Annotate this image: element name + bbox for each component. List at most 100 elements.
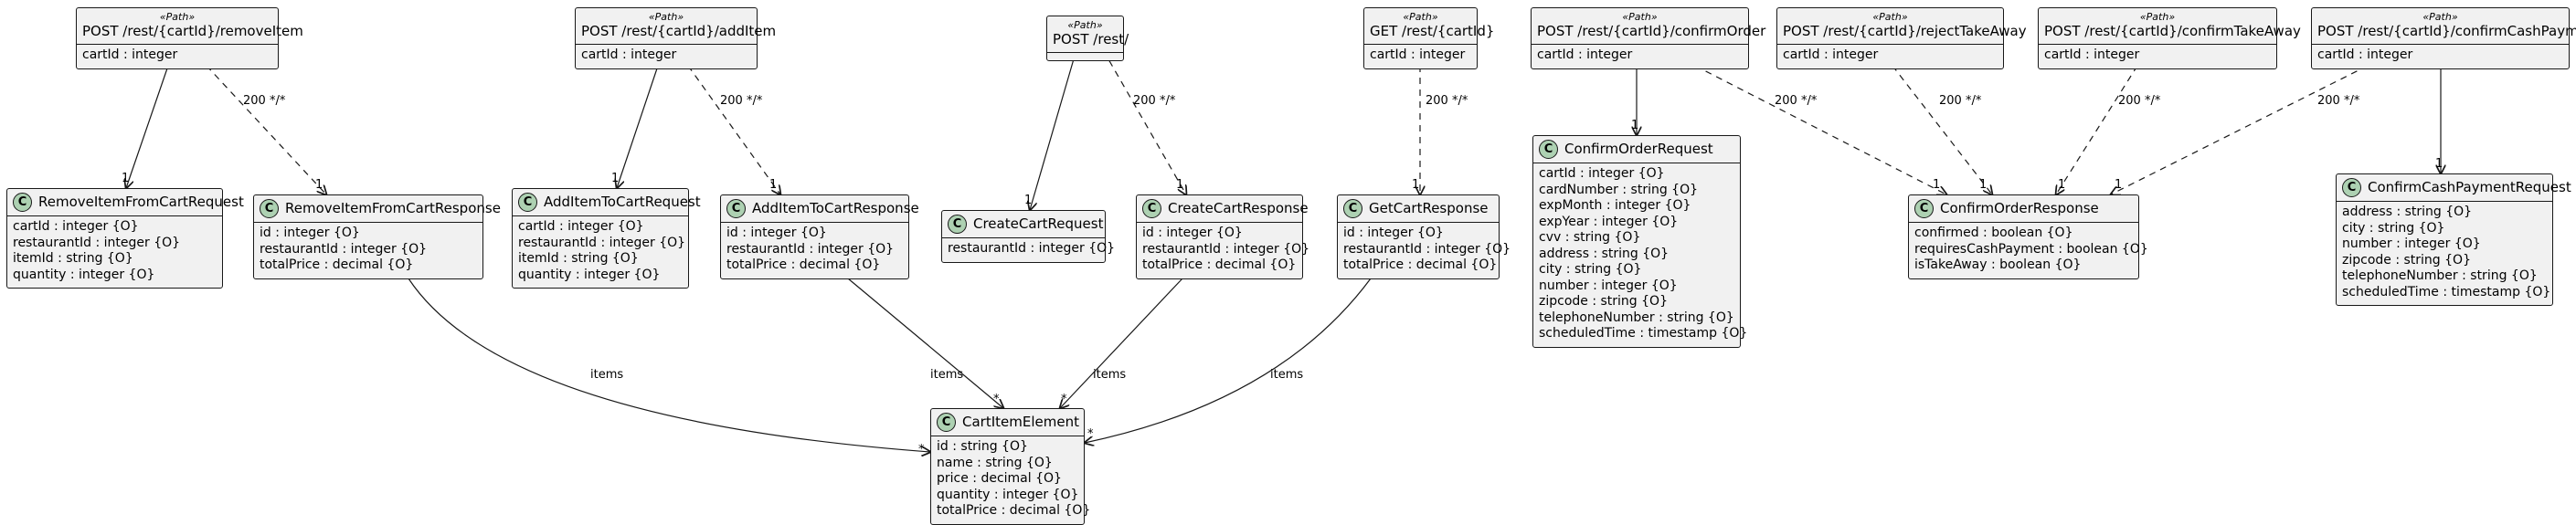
class-title: CreateCartResponse (1168, 200, 1309, 216)
edge-p_reject-to-c_confirm_resp (1892, 65, 1992, 194)
field-row: cartId : integer (2317, 47, 2413, 62)
class-icon: C (937, 413, 956, 432)
field-row: requiresCashPayment : boolean {O} (1914, 241, 2148, 257)
edge-label: 200 */* (1939, 94, 1982, 108)
field-row: cvv : string {O} (1539, 230, 1641, 245)
field-row: id : string {O} (937, 439, 1028, 454)
path-header: «Path»POST /rest/{cartId}/confirmOrder (1532, 8, 1765, 45)
field-list: id : integer {O}restaurantId : integer {… (1137, 223, 1309, 278)
multiplicity-label: 1 (2058, 178, 2066, 192)
stereotype-label: «Path» (648, 11, 684, 23)
edge-p_take-to-c_confirm_resp (2056, 65, 2138, 194)
field-list: cartId : integer (1364, 45, 1477, 68)
class-title: CreateCartRequest (973, 215, 1104, 232)
field-list: address : string {O}city : string {O}num… (2337, 202, 2552, 305)
edge-c_add_resp-to-c_cart_item (847, 278, 1003, 408)
path-node-post-rest-cartid-additem: «Path»POST /rest/{cartId}/addItem cartId … (575, 7, 777, 69)
stereotype-label: «Path» (1403, 11, 1438, 23)
path-title: POST /rest/{cartId}/confirmTakeAway (2044, 23, 2301, 39)
path-title: GET /rest/{cartId} (1370, 23, 1495, 39)
class-icon: C (1914, 199, 1934, 218)
class-icon: C (2342, 178, 2361, 197)
path-header: «Path»POST /rest/{cartId}/rejectTakeAway (1777, 8, 2027, 45)
multiplicity-label: * (1087, 427, 1094, 441)
field-row: address : string {O} (2342, 205, 2473, 219)
empty-compartment (1047, 53, 1123, 60)
edge-label: items (1270, 368, 1304, 382)
stereotype-label: «Path» (1622, 11, 1658, 23)
edge-label: 200 */* (243, 94, 286, 108)
field-list: cartId : integer (1532, 45, 1748, 68)
edge-c_create_resp-to-c_cart_item (1060, 278, 1183, 408)
field-row: zipcode : string {O} (1539, 294, 1668, 309)
field-row: cartId : integer (2044, 47, 2140, 62)
field-row: isTakeAway : boolean {O} (1914, 257, 2082, 272)
field-row: restaurantId : integer {O} (13, 235, 181, 250)
field-list: cartId : integer (2039, 45, 2276, 68)
path-node-post-rest: «Path»POST /rest/ (1046, 16, 1129, 61)
edge-label: 200 */* (2317, 94, 2360, 108)
path-header: «Path»POST /rest/{cartId}/confirmCashPay… (2312, 8, 2576, 45)
edge-p_create-to-c_create_resp (1097, 39, 1186, 194)
stereotype-label: «Path» (1872, 11, 1908, 23)
multiplicity-label: 1 (315, 178, 323, 192)
edge-p_cash-to-c_confirm_resp (2111, 65, 2369, 194)
field-row: number : integer {O} (1539, 278, 1678, 293)
field-row: expMonth : integer {O} (1539, 198, 1691, 213)
multiplicity-label: 1 (1979, 178, 1988, 192)
class-icon: C (948, 215, 967, 234)
field-row: cartId : integer {O} (518, 219, 644, 234)
field-row: cardNumber : string {O} (1539, 182, 1699, 197)
multiplicity-label: 1 (1176, 178, 1184, 192)
path-title: POST /rest/{cartId}/rejectTakeAway (1783, 23, 2027, 39)
field-list: id : integer {O}restaurantId : integer {… (254, 223, 482, 278)
class-title: RemoveItemFromCartRequest (38, 194, 244, 210)
field-list: id : integer {O}restaurantId : integer {… (1338, 223, 1511, 278)
class-icon: C (260, 199, 279, 218)
edge-label: 200 */* (1426, 94, 1468, 108)
field-row: totalPrice : decimal {O} (937, 503, 1091, 518)
field-row: address : string {O} (1539, 246, 1670, 261)
edge-p_create-to-c_create_req (1030, 39, 1080, 210)
multiplicity-label: 1 (769, 178, 778, 192)
class-icon: C (13, 193, 32, 212)
multiplicity-label: * (918, 443, 925, 457)
multiplicity-label: 1 (1024, 194, 1033, 207)
field-list: cartId : integer (576, 45, 757, 68)
edge-p_remove-to-c_remove_resp (206, 65, 326, 194)
field-row: confirmed : boolean {O} (1914, 226, 2073, 240)
field-row: cartId : integer (1537, 47, 1633, 62)
field-row: scheduledTime : timestamp {O} (2342, 284, 2551, 299)
field-row: telephoneNumber : string {O} (1539, 310, 1734, 325)
field-row: cartId : integer (1783, 47, 1879, 62)
multiplicity-label: 1 (1631, 119, 1639, 132)
class-title: RemoveItemFromCartResponse (285, 200, 501, 216)
field-row: itemId : string {O} (518, 251, 639, 266)
field-row: id : integer {O} (726, 226, 827, 240)
field-row: telephoneNumber : string {O} (2342, 268, 2538, 283)
multiplicity-label: * (993, 393, 1000, 406)
field-row: scheduledTime : timestamp {O} (1539, 326, 1748, 341)
field-row: number : integer {O} (2342, 236, 2481, 251)
field-row: name : string {O} (937, 455, 1053, 470)
class-node-removeitemfromcartresponse: C RemoveItemFromCartResponse id : integer … (253, 194, 501, 279)
class-icon: C (726, 199, 746, 218)
path-title: POST /rest/{cartId}/addItem (581, 23, 777, 39)
path-header: «Path»GET /rest/{cartId} (1364, 8, 1495, 45)
field-row: restaurantId : integer {O} (726, 241, 895, 257)
class-title: AddItemToCartRequest (544, 194, 701, 210)
path-node-post-rest-cartid-confirmtakeaway: «Path»POST /rest/{cartId}/confirmTakeAwa… (2038, 7, 2301, 69)
path-title: POST /rest/{cartId}/removeItem (82, 23, 303, 39)
